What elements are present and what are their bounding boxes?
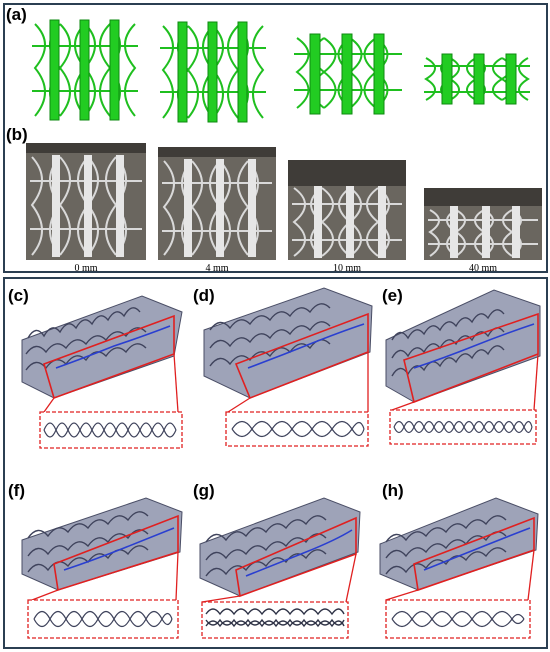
caption-10mm: 10 mm <box>332 263 362 274</box>
lattice-render-0mm <box>32 19 138 121</box>
coil-block-g <box>199 497 361 639</box>
panel-label-a: (a) <box>6 5 27 24</box>
photo-40mm <box>424 188 542 260</box>
panel-label-d: (d) <box>193 286 215 305</box>
lattice-render-40mm <box>424 53 530 105</box>
coil-block-e <box>385 289 541 445</box>
panel-label-b: (b) <box>6 125 28 144</box>
panel-label-e: (e) <box>382 286 403 305</box>
caption-40mm: 40 mm <box>468 263 498 274</box>
panel-label-c: (c) <box>8 286 29 305</box>
coil-block-c <box>21 295 183 449</box>
caption-4mm: 4 mm <box>205 263 229 274</box>
photo-10mm <box>288 160 406 260</box>
panel-label-h: (h) <box>382 481 404 500</box>
lattice-render-10mm <box>294 33 402 115</box>
coil-block-h <box>379 497 539 639</box>
figure-top-frame <box>3 3 548 273</box>
coil-block-d <box>203 287 373 447</box>
coil-block-f <box>21 497 183 639</box>
panel-label-f: (f) <box>8 481 25 500</box>
panel-label-g: (g) <box>193 481 215 500</box>
lattice-render-4mm <box>160 21 266 123</box>
photo-0mm <box>26 143 146 260</box>
figure-bottom-frame <box>3 277 548 649</box>
photo-4mm <box>158 147 276 260</box>
caption-0mm: 0 mm <box>74 263 98 274</box>
